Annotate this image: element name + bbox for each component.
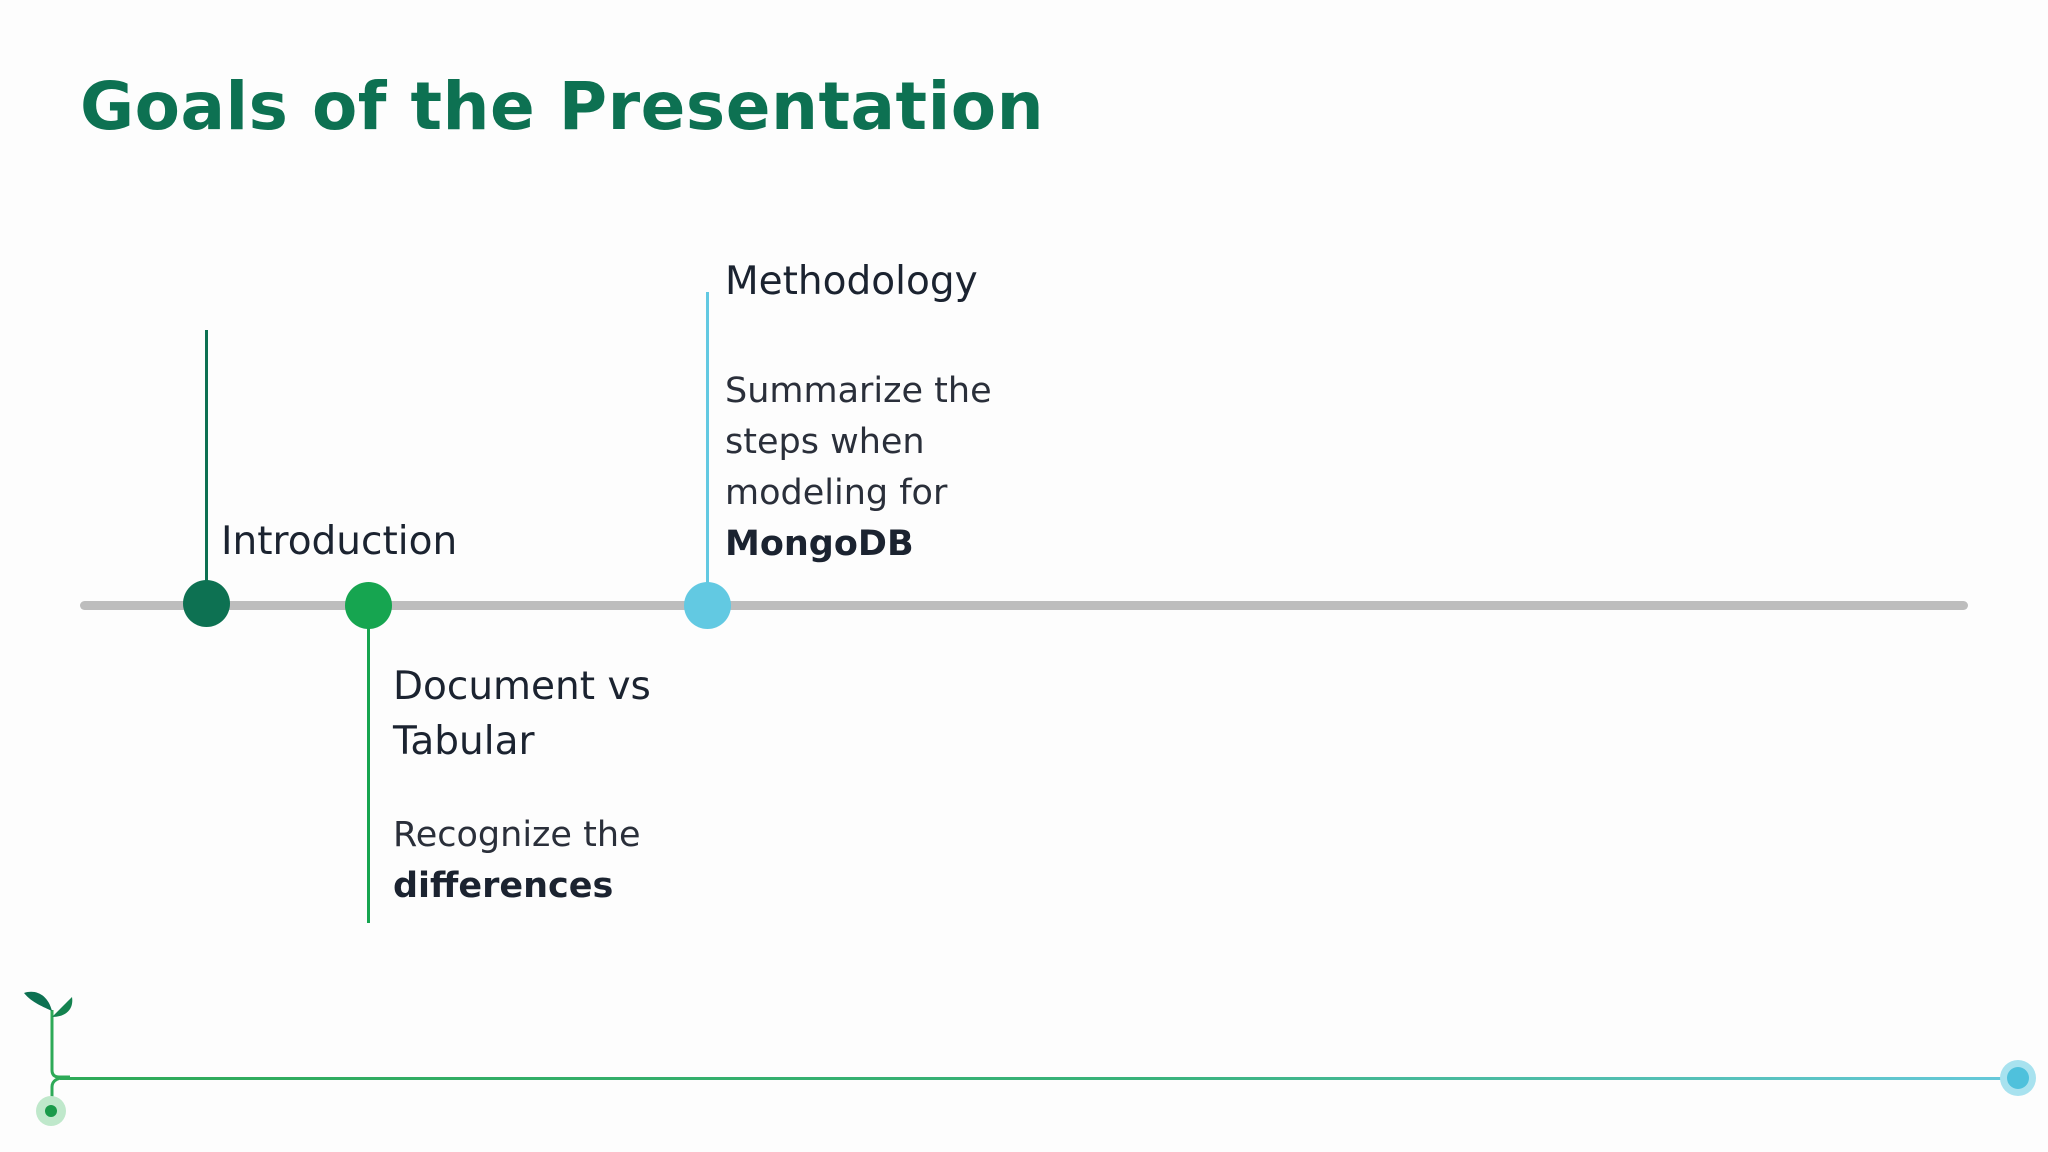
timeline-heading: Introduction bbox=[221, 519, 458, 564]
sprout-icon bbox=[24, 991, 73, 1126]
timeline-description-line: Recognize the bbox=[393, 815, 641, 855]
timeline-description: Summarize the steps when modeling for Mo… bbox=[725, 366, 992, 570]
timeline-description-line: steps when bbox=[725, 422, 925, 462]
timeline-heading-line: Tabular bbox=[393, 719, 535, 764]
timeline-description-line: Summarize the bbox=[725, 371, 992, 411]
timeline-stem bbox=[706, 292, 709, 610]
timeline-stem bbox=[205, 330, 208, 610]
timeline-marker bbox=[684, 582, 731, 629]
timeline-description-emphasis: MongoDB bbox=[725, 524, 914, 564]
timeline-description-line: modeling for bbox=[725, 473, 948, 513]
timeline-stem bbox=[367, 605, 370, 923]
timeline-marker bbox=[345, 582, 392, 629]
footer-gradient-line bbox=[60, 1077, 2018, 1080]
timeline-heading: Document vs Tabular bbox=[393, 659, 651, 769]
timeline-axis bbox=[80, 601, 1968, 610]
timeline-description-emphasis: differences bbox=[393, 866, 614, 906]
timeline-heading-line: Document vs bbox=[393, 664, 651, 709]
timeline-heading: Methodology bbox=[725, 259, 978, 304]
timeline-marker bbox=[183, 580, 230, 627]
timeline-description: Recognize the differences bbox=[393, 810, 641, 912]
circle-icon bbox=[2000, 1060, 2036, 1096]
slide-title: Goals of the Presentation bbox=[80, 68, 1045, 145]
